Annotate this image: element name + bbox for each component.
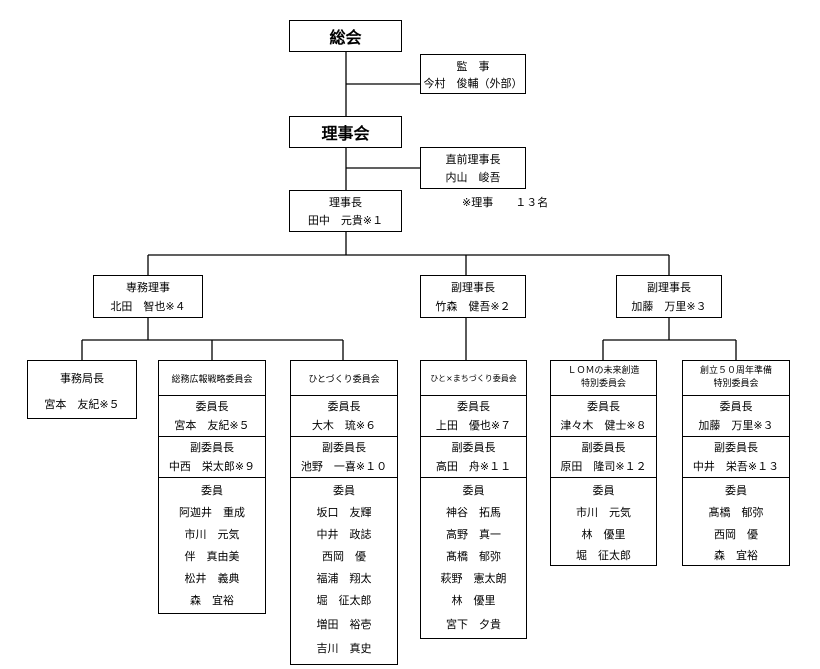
member-name: 神谷 拓馬 xyxy=(446,506,501,519)
committee-name-line1: 創立５０周年準備 xyxy=(699,366,772,376)
members-label: 委員 xyxy=(159,477,265,501)
committee-box-lom-future: ＬＯＭの未来創造 特別委員会 委員長 津々木 健士※８ 副委員長 原田 隆司※１… xyxy=(550,360,657,566)
vice-president-2-name: 加藤 万里※３ xyxy=(631,299,707,313)
member-name: 林 優里 xyxy=(581,528,626,541)
vice-chair-label: 副委員長 xyxy=(291,436,397,456)
member-name: 松井 義典 xyxy=(184,572,240,585)
chair-name: 宮本 友紀※５ xyxy=(174,419,250,432)
members-label: 委員 xyxy=(421,477,526,501)
chair-name: 津々木 健士※８ xyxy=(560,419,647,432)
board-of-directors-box: 理事会 xyxy=(289,116,402,148)
member-name: 増田 裕壱 xyxy=(316,618,372,631)
committee-name-line2: 特別委員会 xyxy=(713,379,759,389)
executive-director-title: 専務理事 xyxy=(126,281,170,294)
member-name: 市川 元気 xyxy=(184,528,240,541)
vice-chair-label: 副委員長 xyxy=(683,436,789,456)
vice-chair-name: 中井 栄吾※１３ xyxy=(692,460,780,473)
member-name: 福浦 翔太 xyxy=(316,572,372,585)
auditor-box: 監 事 今村 俊輔（外部） xyxy=(420,54,526,94)
vice-chair-label: 副委員長 xyxy=(159,436,265,456)
member-name: 高野 真一 xyxy=(446,528,501,541)
auditor-title: 監 事 xyxy=(456,59,490,73)
member-name: 林 優里 xyxy=(451,594,496,607)
director-count-note: ※理事 １３名 xyxy=(462,196,549,209)
members-label: 委員 xyxy=(291,477,397,501)
committee-box-general-pr: 総務広報戦略委員会 委員長 宮本 友紀※５ 副委員長 中西 栄太郎※９ 委員 阿… xyxy=(158,360,266,614)
president-box: 理事長 田中 元貴※１ xyxy=(289,190,402,232)
member-name: 西岡 優 xyxy=(322,550,366,563)
member-name: 中井 政誌 xyxy=(316,528,372,541)
vice-president-1-name: 竹森 健吾※２ xyxy=(435,299,511,313)
chair-label: 委員長 xyxy=(551,395,656,415)
vice-chair-name: 中西 栄太郎※９ xyxy=(168,460,256,473)
secretariat-name: 宮本 友紀※５ xyxy=(44,398,120,411)
vice-president-box-1: 副理事長 竹森 健吾※２ xyxy=(420,275,526,318)
president-title: 理事長 xyxy=(329,196,362,209)
members-label: 委員 xyxy=(683,477,789,501)
vice-chair-label: 副委員長 xyxy=(551,436,656,456)
committee-name-line1: ＬＯＭの未来創造 xyxy=(567,366,640,376)
member-name: 萩野 憲太朗 xyxy=(440,572,507,585)
vice-chair-name: 池野 一喜※１０ xyxy=(300,460,388,473)
vice-president-box-2: 副理事長 加藤 万里※３ xyxy=(616,275,722,318)
members-label: 委員 xyxy=(551,477,656,501)
member-name: 森 宜裕 xyxy=(190,594,234,607)
vice-chair-name: 原田 隆司※１２ xyxy=(560,460,647,473)
chair-label: 委員長 xyxy=(159,395,265,415)
board-of-directors-label: 理事会 xyxy=(321,124,370,143)
chair-label: 委員長 xyxy=(291,395,397,415)
committee-box-50th-anniversary: 創立５０周年準備 特別委員会 委員長 加藤 万里※３ 副委員長 中井 栄吾※１３… xyxy=(682,360,790,566)
committee-name: 総務広報戦略委員会 xyxy=(171,374,253,385)
chair-label: 委員長 xyxy=(683,395,789,415)
member-name: 堀 征太郎 xyxy=(316,594,372,607)
member-name: 伴 真由美 xyxy=(184,550,240,563)
committee-name-line2: 特別委員会 xyxy=(580,379,626,389)
member-name: 森 宜裕 xyxy=(714,549,758,562)
past-president-box: 直前理事長 内山 峻吾 xyxy=(420,147,526,189)
member-name: 宮下 夕貴 xyxy=(446,618,501,631)
past-president-name: 内山 峻吾 xyxy=(445,171,501,184)
past-president-title: 直前理事長 xyxy=(445,153,501,166)
committee-name: ひとづくり委員会 xyxy=(308,374,380,385)
executive-director-box: 専務理事 北田 智也※４ xyxy=(93,275,203,318)
general-assembly-box: 総会 xyxy=(289,20,402,52)
committee-name: ＬＯＭの未来創造 特別委員会 xyxy=(551,361,656,395)
vice-chair-label: 副委員長 xyxy=(421,436,526,456)
member-name: 阿迦井 重成 xyxy=(179,506,245,519)
president-name: 田中 元貴※１ xyxy=(307,214,384,227)
member-name: 髙橋 郁弥 xyxy=(446,550,501,563)
chair-label: 委員長 xyxy=(421,395,526,415)
auditor-name: 今村 俊輔（外部） xyxy=(423,77,523,90)
vice-president-2-title: 副理事長 xyxy=(647,281,691,294)
vice-president-1-title: 副理事長 xyxy=(451,281,495,294)
member-name: 髙橋 郁弥 xyxy=(708,506,764,519)
member-name: 西岡 優 xyxy=(714,528,758,541)
committee-box-hito-machidukuri: ひと×まちづくり委員会 委員長 上田 優也※７ 副委員長 高田 舟※１１ 委員 … xyxy=(420,360,527,639)
committee-name: 創立５０周年準備 特別委員会 xyxy=(683,361,789,395)
secretariat-title: 事務局長 xyxy=(60,372,104,385)
executive-director-name: 北田 智也※４ xyxy=(110,299,186,313)
member-name: 吉川 真史 xyxy=(316,642,372,655)
chair-name: 大木 琉※６ xyxy=(311,419,377,432)
chair-name: 加藤 万里※３ xyxy=(698,419,774,432)
committee-name: ひと×まちづくり委員会 xyxy=(430,373,517,383)
vice-chair-name: 高田 舟※１１ xyxy=(435,460,512,473)
chair-name: 上田 優也※７ xyxy=(435,419,512,432)
member-name: 堀 征太郎 xyxy=(576,549,631,562)
general-assembly-label: 総会 xyxy=(329,28,362,47)
committee-box-hitodukuri: ひとづくり委員会 委員長 大木 琉※６ 副委員長 池野 一喜※１０ 委員 坂口 … xyxy=(290,360,398,665)
secretariat-box: 事務局長 宮本 友紀※５ xyxy=(27,360,137,419)
member-name: 坂口 友輝 xyxy=(316,506,372,519)
member-name: 市川 元気 xyxy=(576,506,631,519)
